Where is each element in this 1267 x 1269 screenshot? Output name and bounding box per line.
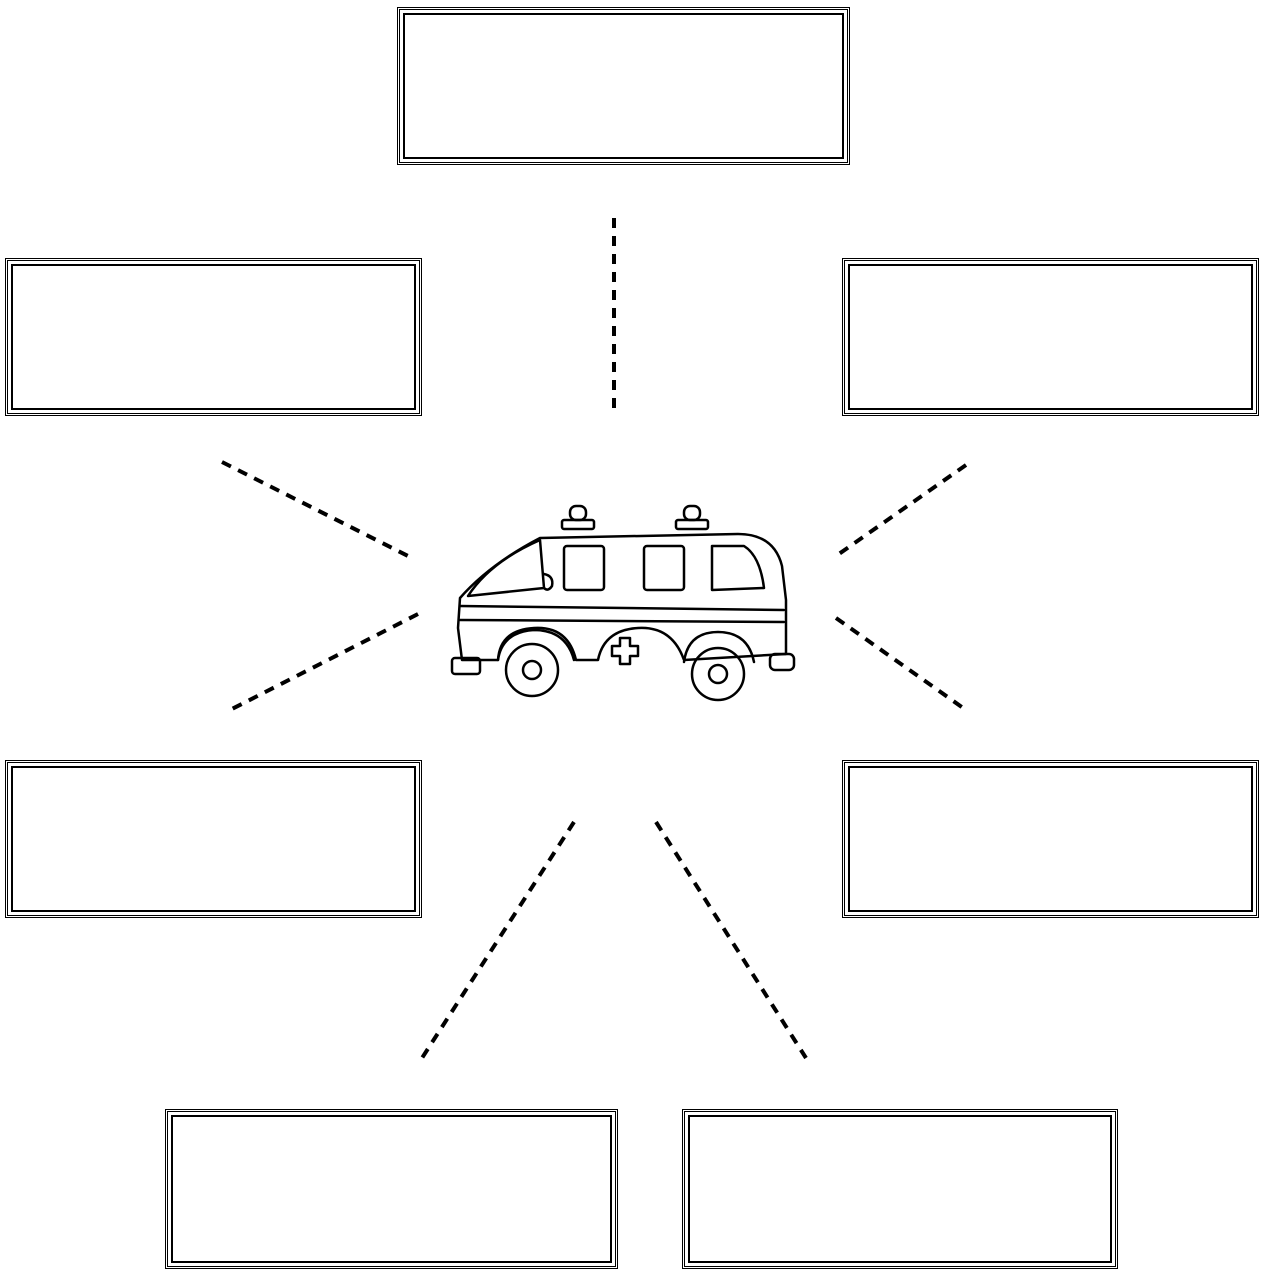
box-inner-border: [403, 13, 844, 159]
connector-bottom-right: [654, 820, 808, 1060]
front-bumper: [450, 656, 482, 676]
side-window-3: [710, 544, 766, 592]
connector-lower-right: [834, 616, 968, 712]
side-window-2: [642, 544, 686, 592]
side-mirror: [542, 572, 554, 591]
ambulance-icon: [450, 504, 796, 702]
siren-light-left-base: [560, 518, 596, 531]
connector-bottom-left: [420, 820, 576, 1060]
rear-hubcap: [707, 663, 729, 685]
box-inner-border: [11, 766, 416, 912]
siren-light-left-icon: [568, 504, 588, 522]
front-wheel-icon: [504, 642, 560, 698]
answer-box-upper-right[interactable]: [842, 258, 1259, 416]
box-inner-border: [171, 1115, 612, 1263]
front-wheel-arch: [496, 628, 576, 662]
box-inner-border: [848, 264, 1253, 410]
connector-upper-right: [834, 463, 968, 558]
box-inner-border: [11, 264, 416, 410]
siren-light-right-base: [674, 518, 710, 531]
rear-wheel-icon: [690, 646, 746, 702]
siren-light-right-icon: [682, 504, 702, 522]
answer-box-bottom-right[interactable]: [682, 1109, 1118, 1269]
rear-wheel-arch: [682, 630, 756, 664]
answer-box-lower-right[interactable]: [842, 760, 1259, 918]
front-hubcap: [521, 659, 543, 681]
connector-upper-left: [221, 460, 413, 560]
answer-box-top[interactable]: [397, 7, 850, 165]
body-stripe-upper: [458, 604, 786, 612]
rear-bumper: [768, 652, 796, 672]
answer-box-upper-left[interactable]: [5, 258, 422, 416]
answer-box-lower-left[interactable]: [5, 760, 422, 918]
ambulance-body: [456, 532, 788, 662]
windshield: [466, 538, 546, 598]
connector-lower-left: [229, 612, 419, 712]
box-inner-border: [848, 766, 1253, 912]
body-stripe-lower: [458, 618, 786, 624]
answer-box-bottom-left[interactable]: [165, 1109, 618, 1269]
box-inner-border: [688, 1115, 1112, 1263]
side-window-1: [562, 544, 606, 592]
cross-icon: [610, 636, 640, 666]
